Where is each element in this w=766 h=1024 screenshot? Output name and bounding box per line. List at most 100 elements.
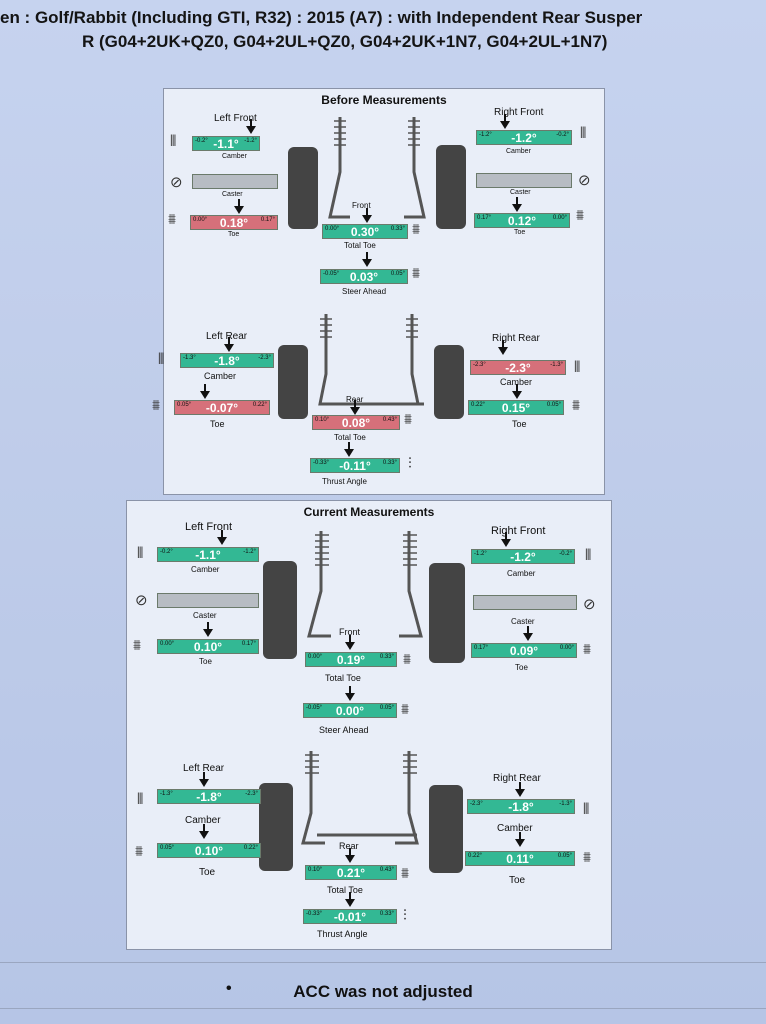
current-lr-toe-arrow [199,824,209,839]
current-rr-toe-gauge: 0.22°0.11°0.05° [465,851,575,866]
caster-icon: ⊘ [578,172,591,189]
before-total-toe-arrow [362,208,372,223]
toe-icon: ⩩ [404,411,413,428]
before-steer-arrow [362,252,372,267]
suspension-graphic [318,117,426,406]
before-lr-toe-arrow [200,384,210,399]
current-lr-toe-gauge: 0.05°0.10°0.22° [157,843,261,858]
camber-icon: ⫴ [137,545,144,562]
toe-icon: ⩩ [583,641,592,658]
camber-icon: ⫴ [170,133,177,150]
current-lf-toe-arrow [203,622,213,637]
current-steer-arrow [345,686,355,701]
current-steer-ahead-gauge: -0.05°0.00°0.05° [303,703,397,718]
current-left-rear-label: Left Rear [183,763,225,774]
before-rf-caster-gauge [476,173,572,188]
current-thrust-angle-label: Thrust Angle [317,929,368,939]
divider-line [0,1008,766,1009]
steer-icon: ⩩ [412,265,421,282]
current-rear-total-toe-gauge: 0.10°0.21°0.43° [305,865,397,880]
current-lf-camber-arrow [217,530,227,545]
before-lf-caster-label: Caster [222,191,243,198]
divider-line [0,962,766,963]
current-lf-caster-gauge [157,593,259,608]
lr-wheel-graphic [259,783,293,871]
before-lr-camber-arrow [224,337,234,352]
current-lr-camber-arrow [199,772,209,787]
suspension-graphic [301,531,423,845]
before-rr-camber-label: Camber [500,377,533,387]
current-total-toe-arrow [345,635,355,650]
current-rf-toe-gauge: 0.17°0.09°0.00° [471,643,577,658]
thrust-icon: ⫶ [408,455,412,472]
before-steer-ahead-gauge: -0.05°0.03°0.05° [320,269,408,284]
before-title: Before Measurements [321,93,447,107]
current-rf-camber-label: Camber [507,569,536,578]
toe-icon: ⩩ [135,843,144,860]
before-rr-camber-gauge: -2.3°-2.3°-1.3° [470,360,566,375]
before-rear-total-toe-label: Total Toe [334,433,366,442]
before-right-front-label: Right Front [494,107,544,118]
current-title: Current Measurements [303,505,435,519]
before-rear-total-toe-arrow [350,400,360,415]
before-rr-toe-arrow [512,384,522,399]
camber-icon: ⫴ [137,791,144,808]
note-bullet: • [226,980,232,997]
caster-icon: ⊘ [170,174,183,191]
caster-icon: ⊘ [135,592,148,609]
current-lr-camber-label: Camber [185,815,221,826]
rr-wheel-graphic [429,785,463,873]
current-right-rear-label: Right Rear [493,773,541,784]
before-left-rear-label: Left Rear [206,331,248,342]
before-rr-toe-gauge: 0.22°0.15°0.05° [468,400,564,415]
toe-icon: ⩩ [576,207,585,224]
current-lf-camber-gauge: -0.2°-1.1°-1.2° [157,547,259,562]
camber-icon: ⫴ [585,547,592,564]
current-rr-camber-arrow [515,782,525,797]
current-front-total-toe-gauge: 0.00°0.19°0.33° [305,652,397,667]
before-lr-toe-label: Toe [210,419,225,429]
before-lf-toe-label: Toe [228,231,240,238]
current-front-total-toe-label: Total Toe [325,673,361,683]
caster-icon: ⊘ [583,596,596,613]
current-lf-toe-gauge: 0.00°0.10°0.17° [157,639,259,654]
vehicle-title-line-2: R (G04+2UK+QZ0, G04+2UL+QZ0, G04+2UK+1N7… [82,32,608,51]
toe-icon: ⩩ [152,397,161,414]
current-lr-camber-gauge: -1.3°-1.8°-2.3° [157,789,261,804]
rf-wheel-graphic [429,563,465,663]
before-thrust-angle-gauge: -0.33°-0.11°0.33° [310,458,400,473]
before-rf-toe-label: Toe [514,229,526,236]
camber-icon: ⫴ [574,359,581,376]
before-lr-camber-gauge: -1.3°-1.8°-2.3° [180,353,274,368]
before-lf-toe-arrow [234,199,244,214]
before-thrust-angle-label: Thrust Angle [322,477,367,486]
before-rr-toe-label: Toe [512,419,527,429]
current-rf-toe-arrow [523,626,533,641]
current-lr-toe-label: Toe [199,867,216,878]
rf-wheel-graphic [436,145,466,229]
before-rf-toe-gauge: 0.17°0.12°0.00° [474,213,570,228]
before-thrust-arrow [344,442,354,457]
current-rr-toe-label: Toe [509,875,526,886]
current-rf-camber-arrow [501,532,511,547]
toe-icon: ⩩ [401,865,410,882]
before-front-total-toe-gauge: 0.00°0.30°0.33° [322,224,408,239]
lr-wheel-graphic [278,345,308,419]
current-measurements-panel: Current Measurements Left Front -0.2°-1.… [126,500,612,950]
current-thrust-arrow [345,892,355,907]
toe-icon: ⩩ [133,637,142,654]
before-rr-camber-arrow [498,340,508,355]
current-lf-camber-label: Camber [191,565,220,574]
current-thrust-angle-gauge: -0.33°-0.01°0.33° [303,909,397,924]
acc-note: ACC was not adjusted [293,982,473,1001]
camber-icon: ⫴ [580,125,587,142]
before-rf-camber-label: Camber [506,148,531,155]
before-lf-caster-gauge [192,174,278,189]
toe-icon: ⩩ [583,849,592,866]
before-right-rear-label: Right Rear [492,333,540,344]
toe-icon: ⩩ [572,397,581,414]
thrust-icon: ⫶ [403,907,407,924]
current-lf-caster-label: Caster [193,611,217,620]
before-lf-camber-arrow [246,119,256,134]
current-rr-camber-label: Camber [497,823,533,834]
